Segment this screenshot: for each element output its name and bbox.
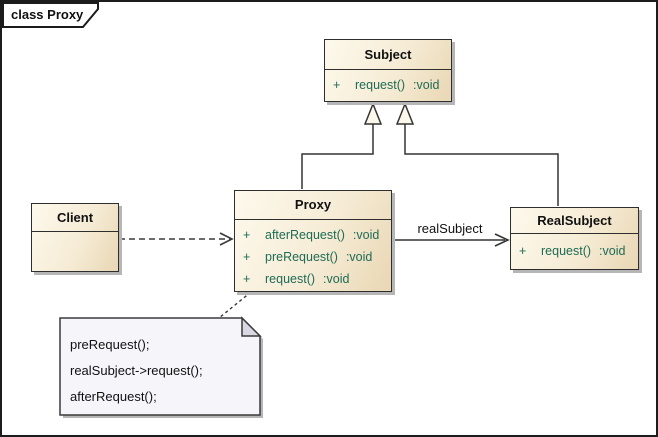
note-line-3: afterRequest();	[70, 389, 157, 404]
note-shape[interactable]	[59, 317, 261, 416]
dependency-arrowhead	[219, 232, 234, 246]
method-return-type: :void	[352, 227, 380, 242]
association-label-realsubject: realSubject	[417, 221, 483, 236]
note-line-1: preRequest();	[70, 337, 150, 352]
class-box-subject[interactable]: Subject + request() :void	[324, 39, 452, 102]
class-name-realsubject: RealSubject	[511, 208, 638, 234]
method-name: request()	[355, 77, 406, 92]
generalization-triangle-right	[395, 101, 415, 125]
method-name: request()	[265, 271, 316, 286]
class-name-subject: Subject	[325, 40, 451, 70]
method-proxy-afterrequest: + afterRequest() :void	[235, 224, 391, 246]
method-name: afterRequest()	[265, 227, 345, 242]
note-fold-corner	[241, 316, 262, 337]
class-box-client[interactable]: Client	[31, 203, 119, 272]
method-visibility: +	[519, 243, 527, 258]
method-return-type: :void	[323, 271, 350, 286]
note-text: preRequest(); realSubject->request(); af…	[70, 332, 203, 410]
generalization-proxy-subject[interactable]	[301, 124, 374, 189]
generalization-triangle-left	[363, 101, 383, 125]
method-realsubject-request: + request() :void	[511, 240, 638, 262]
note-link-proxy[interactable]	[218, 291, 252, 319]
method-subject-request: + request() :void	[325, 74, 451, 96]
frame-tab	[2, 2, 99, 28]
frame-title: class Proxy	[11, 7, 84, 22]
class-box-proxy[interactable]: Proxy + afterRequest() :void + preReques…	[234, 190, 392, 292]
client-empty-compartment	[32, 232, 118, 270]
method-visibility: +	[333, 77, 341, 92]
method-return-type: :void	[413, 77, 440, 92]
method-proxy-request: + request() :void	[235, 268, 391, 290]
association-arrowhead	[494, 233, 510, 247]
class-name-client: Client	[32, 204, 118, 232]
method-return-type: :void	[599, 243, 626, 258]
class-box-realsubject[interactable]: RealSubject + request() :void	[510, 207, 639, 270]
generalization-realsubject-subject[interactable]	[404, 124, 559, 206]
method-name: request()	[541, 243, 592, 258]
method-proxy-prerequest: + preRequest() :void	[235, 246, 391, 268]
method-return-type: :void	[345, 249, 373, 264]
method-visibility: +	[243, 227, 251, 242]
method-visibility: +	[243, 249, 251, 264]
note-line-2: realSubject->request();	[70, 363, 203, 378]
method-visibility: +	[243, 271, 251, 286]
class-name-proxy: Proxy	[235, 191, 391, 220]
method-name: preRequest()	[265, 249, 338, 264]
